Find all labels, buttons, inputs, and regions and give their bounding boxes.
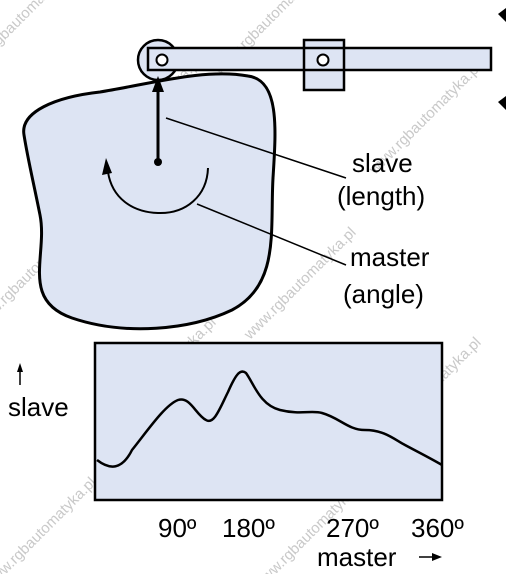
x-axis-arrow-icon (432, 553, 442, 561)
edge-arrow-icon (498, 96, 506, 110)
edge-arrow-icon (498, 8, 506, 22)
cam-disc (22, 72, 277, 331)
angle-arrowhead-icon (102, 158, 112, 175)
motion-profile-curve (96, 370, 443, 468)
arm-pin-hole (155, 53, 169, 67)
slider-pin-hole (316, 53, 330, 67)
x-tick-label: 360º (411, 513, 464, 543)
radius-arrowhead-icon (152, 76, 164, 92)
slave-label: slave (352, 148, 413, 178)
slave-sub-label: (length) (337, 181, 425, 211)
x-tick-label: 180º (222, 513, 275, 543)
y-axis-arrow-icon (17, 363, 23, 372)
master-label: master (350, 242, 430, 272)
graph-x-label: master (317, 542, 397, 572)
master-leader-line (196, 203, 347, 266)
angle-arc (107, 167, 209, 215)
slave-leader-line (165, 117, 347, 179)
watermark-text: www.rgbautomatyka.pl (0, 0, 80, 79)
x-tick-label: 270º (326, 513, 379, 543)
x-tick-label: 90º (158, 513, 197, 543)
watermark-text: www.rgbautomatyka.pl (0, 474, 100, 574)
graph-y-label: slave (8, 392, 69, 422)
motion-graph-box (93, 341, 444, 502)
center-point (154, 158, 162, 166)
master-sub-label: (angle) (343, 279, 424, 309)
